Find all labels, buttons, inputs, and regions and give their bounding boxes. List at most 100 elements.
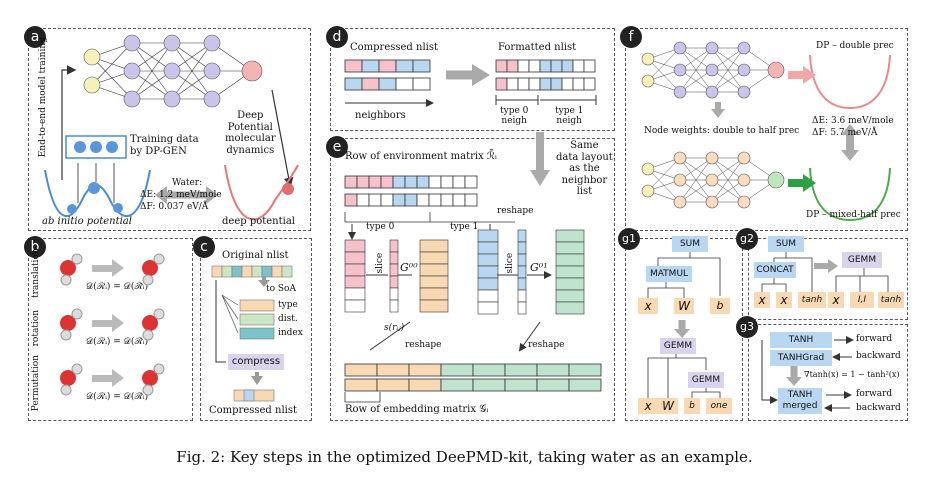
network-node [163,62,181,80]
panel-c [200,238,312,421]
network-node [123,90,141,108]
network-node [705,195,719,209]
network-node [673,41,687,55]
panel-c-badge: c [193,236,215,258]
network-node [203,34,221,52]
network-node [241,60,263,82]
panel-f-badge: f [620,26,642,48]
panel-g3-merged: TANH merged [778,388,822,414]
network-node [163,90,181,108]
nlist-cell [412,77,431,91]
panel-g3-badge: g3 [736,316,758,338]
panel-g1-x2: x [638,398,658,414]
panel-g3-formula: ∇tanh(x) = 1 − tanh²(x) [804,370,900,379]
panel-g1-gemm: GEMM [660,338,696,354]
network-node [641,74,655,88]
panel-f-df: ΔF: 5.7 meV/Å [812,128,878,138]
network-node [641,52,655,66]
panel-c-compressed-nlist: Compressed nlist [209,405,298,416]
panel-f-node-weights: Node weights: double to half prec [644,126,800,136]
panel-g3-backward: backward [856,351,901,361]
network-node [705,41,719,55]
network-node [203,62,221,80]
nlist-cell [583,77,596,91]
panel-g2-badge: g2 [736,228,758,250]
panel-g1-b: b [710,298,730,314]
network-node [673,63,687,77]
network-node [163,34,181,52]
panel-f-de: ΔE: 3.6 meV/mole [812,116,894,126]
network-node [123,62,141,80]
network-node [673,173,687,187]
panel-g3 [748,324,908,421]
panel-g2-x3: x [828,292,844,308]
panel-a-water: Water: [172,178,203,188]
panel-g3-tanh: TANH [770,332,832,348]
network-node [83,48,101,66]
panel-g1-badge: g1 [618,228,640,250]
panel-g2-tanh: tanh [798,292,826,308]
panel-d-formatted-nlist: Formatted nlist [498,42,577,53]
network-node [83,76,101,94]
panel-d-type0: type 0 neigh [500,106,529,127]
matrix-cell [555,301,585,315]
network-node [705,85,719,99]
matrix-cell [477,301,499,315]
network-node [203,90,221,108]
panel-c-to-soa: to SoA [266,284,296,294]
network-node [737,173,751,187]
network-node [767,61,785,79]
network-node [641,184,655,198]
panel-a-de: ΔE: 1.2 meV/mole [140,190,222,200]
panel-d-badge: d [326,26,348,48]
panel-g1-w: W [674,298,694,314]
nlist-cell [568,378,602,392]
panel-g2-gemm: GEMM [842,252,882,268]
panel-c-original-nlist: Original nlist [222,250,289,261]
panel-c-compress: compress [228,354,284,370]
panel-g1-b2: b [684,398,700,414]
panel-g2-x: x [754,292,770,308]
nlist-cell [568,363,602,377]
panel-e-g01: G⁰¹ [530,261,548,274]
matrix-cell [517,301,527,315]
panel-e-badge: e [326,136,348,158]
panel-g2-ii: I,I [850,292,874,308]
network-node [737,195,751,209]
nlist-cell [464,175,478,189]
network-node [737,41,751,55]
panel-a-deep-potential: deep potential [222,216,295,227]
matrix-cell [344,299,366,313]
panel-g3-forward-2: forward [856,389,893,399]
panel-e-type1: type 1 [450,222,479,232]
panel-c-index: index [278,328,303,338]
panel-e-reshape: reshape [497,206,534,216]
panel-a-badge: a [24,26,46,48]
panel-a-ab-initio: ab initio potential [42,216,132,227]
panel-d-type1: type 1 neigh [555,106,584,127]
panel-e-reshape-2: reshape [405,340,442,350]
network-node [123,34,141,52]
panel-e-same-layout: Same data layout as the neighbor list [556,140,613,197]
network-node [641,162,655,176]
panel-g1-w2: W [658,398,678,414]
panel-g1-one: one [706,398,732,414]
panel-e-reshape-3: reshape [528,340,565,350]
panel-e-row-env: Row of environment matrix ℛ̃ᵢ [345,151,497,162]
panel-g3-backward-2: backward [856,403,901,413]
network-node [705,173,719,187]
panel-g2-x2: x [776,292,792,308]
network-node [737,85,751,99]
panel-e-row-emb: Row of embedding matrix 𝒢ᵢ [345,404,489,415]
panel-a-df: ΔF: 0.037 eV/Å [140,202,209,212]
panel-g2-sum: SUM [768,236,804,252]
panel-d-neighbors: neighbors [355,110,406,121]
matrix-cell [389,299,399,313]
